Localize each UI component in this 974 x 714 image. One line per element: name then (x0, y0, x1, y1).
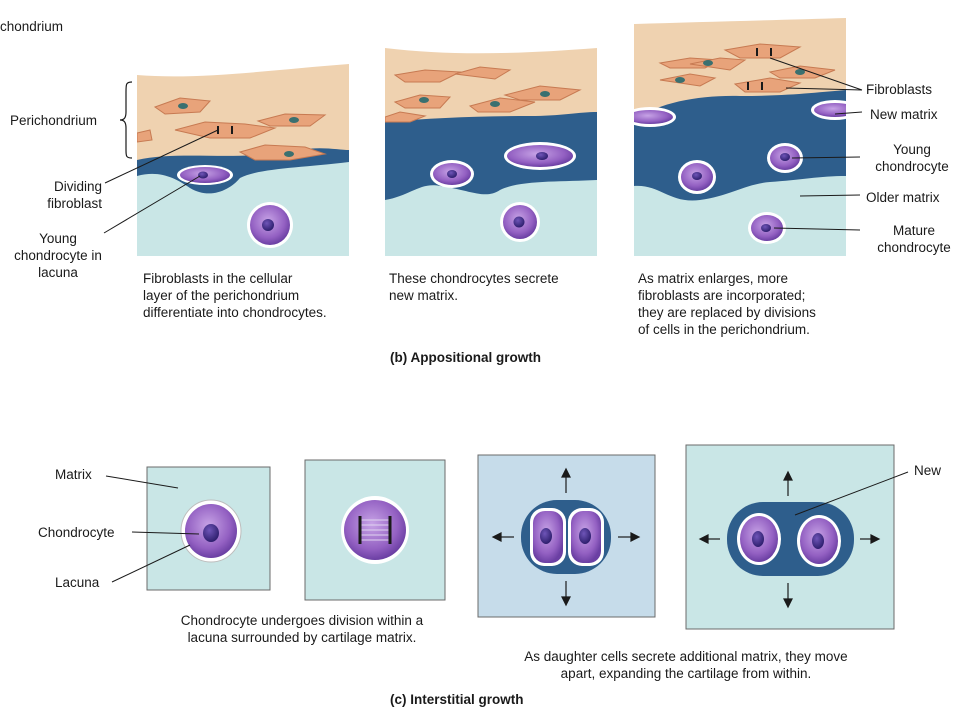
appositional-leader-lines (103, 57, 863, 234)
interstitial-caption-1: Chondrocyte undergoes division within a … (180, 613, 424, 645)
chondrium-label: chondrium (0, 19, 64, 34)
lacuna-label: Lacuna (55, 575, 100, 590)
appositional-growth-title: (b) Appositional growth (390, 350, 541, 365)
dividing-fibroblast-label: Dividing fibroblast (47, 179, 102, 211)
appositional-caption-2: These chondrocytes secrete new matrix. (389, 271, 559, 303)
young-chondrocyte-label: Young chondrocyte (875, 142, 949, 174)
matrix-label: Matrix (55, 467, 92, 482)
new-matrix-label: New matrix (870, 107, 938, 122)
perichondrium-label: Perichondrium (10, 113, 98, 128)
interstitial-caption-2: As daughter cells secrete additional mat… (524, 649, 848, 681)
perichondrium-brace (119, 81, 133, 159)
young-chondrocyte-in-lacuna-label: Young chondrocyte in lacuna (14, 231, 102, 280)
older-matrix-label: Older matrix (866, 190, 940, 205)
appositional-panel-1 (137, 12, 349, 256)
interstitial-growth-title: (c) Interstitial growth (390, 692, 524, 707)
appositional-caption-1: Fibroblasts in the cellular layer of the… (143, 271, 327, 320)
interstitial-panel-1 (146, 466, 271, 591)
mature-chondrocyte-label: Mature chondrocyte (877, 223, 951, 255)
expansion-arrows (491, 467, 881, 609)
new-label: New (914, 463, 942, 478)
appositional-panel-2 (385, 12, 597, 256)
interstitial-panel-2 (304, 459, 446, 601)
appositional-caption-3: As matrix enlarges, more fibroblasts are… (638, 271, 816, 337)
fibroblasts-label: Fibroblasts (866, 82, 933, 97)
chondrocyte-label: Chondrocyte (38, 525, 115, 540)
interstitial-leader-lines (105, 471, 909, 583)
appositional-panel-3 (634, 12, 846, 256)
